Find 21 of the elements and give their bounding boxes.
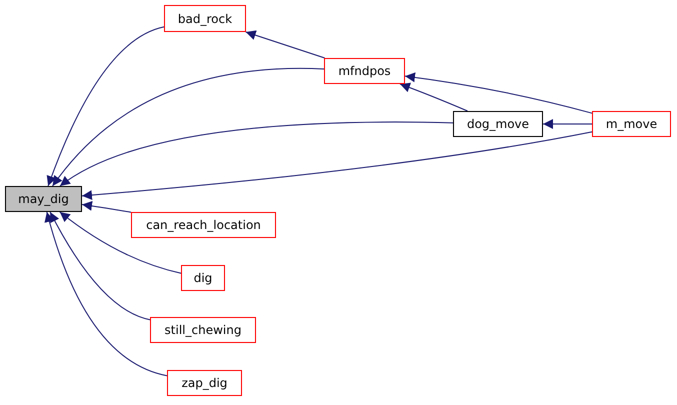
call-arrow [50, 212, 150, 320]
function-box: mfndpos [324, 58, 405, 84]
call-arrow [245, 30, 326, 58]
function-box: m_move [592, 111, 671, 137]
call-arrow [59, 212, 182, 274]
call-arrow [44, 212, 168, 376]
function-box: dig [181, 265, 225, 291]
function-box: bad_rock [164, 5, 246, 32]
call-arrow [46, 26, 164, 186]
function-box: can_reach_location [131, 212, 276, 238]
call-arrow [59, 122, 454, 186]
function-box: zap_dig [167, 370, 242, 396]
function-box: may_dig [5, 186, 82, 212]
call-arrow [542, 119, 592, 129]
call-arrow [404, 72, 592, 114]
function-box: dog_move [453, 111, 543, 137]
function-box: still_chewing [150, 317, 256, 343]
call-arrow [52, 68, 324, 186]
call-arrow [82, 131, 592, 200]
call-arrow [82, 200, 132, 213]
call-arrow [399, 82, 468, 112]
